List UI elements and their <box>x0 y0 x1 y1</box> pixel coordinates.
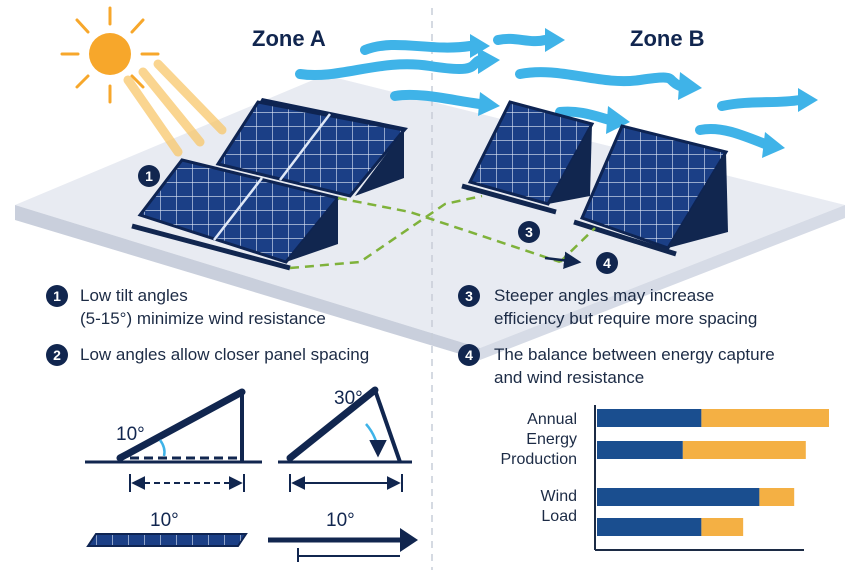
marker-4: 4 <box>596 252 618 274</box>
flat-panel-strip <box>86 533 248 547</box>
category-label-wind: Wind Load <box>540 488 577 525</box>
note-4-text: The balance between energy capture and w… <box>494 345 775 387</box>
zone-b-panel-rows <box>461 100 729 257</box>
note-3-number: 3 <box>458 285 480 307</box>
marker-1: 1 <box>138 165 160 187</box>
zone-a-panel-array <box>131 98 408 271</box>
note-1-text: Low tilt angles (5-15°) minimize wind re… <box>80 286 326 328</box>
sun-icon <box>60 6 160 104</box>
flat-low-angle-label: 10° <box>150 510 179 531</box>
bar-row-4-segment-2 <box>701 518 744 536</box>
bar-row-3-segment-2 <box>759 488 795 506</box>
steep-angle-label: 30° <box>334 388 363 409</box>
spacing-arrow-bottom <box>268 528 418 562</box>
zone-a-title: Zone A <box>252 26 326 51</box>
bar-row-4-segment-1 <box>597 518 702 536</box>
comparison-bar-chart <box>594 405 829 551</box>
marker-3: 3 <box>518 221 540 243</box>
bar-row-2-segment-1 <box>597 441 683 459</box>
spacing-arrow <box>544 251 582 270</box>
category-label-energy: Annual Energy Production <box>500 411 578 468</box>
flat-steep-angle-label: 10° <box>326 510 355 531</box>
wind-arrowheads <box>470 28 818 158</box>
bar-row-1-segment-1 <box>597 409 702 427</box>
note-4-number: 4 <box>458 344 480 366</box>
bar-row-1-segment-2 <box>701 409 829 427</box>
wind-arrows <box>295 33 805 149</box>
sun-rays <box>123 59 227 157</box>
bar-row-3-segment-1 <box>597 488 760 506</box>
low-angle-diagram <box>85 388 262 492</box>
note-2-text: Low angles allow closer panel spacing <box>80 345 370 364</box>
note-3-text: Steeper angles may increase efficiency b… <box>494 286 758 328</box>
bar-row-2-segment-2 <box>682 441 806 459</box>
zone-b-title: Zone B <box>630 26 705 51</box>
roof-deck <box>15 75 845 360</box>
low-angle-label: 10° <box>116 424 145 445</box>
note-1-number: 1 <box>46 285 68 307</box>
steep-angle-diagram <box>278 386 412 492</box>
note-2-number: 2 <box>46 344 68 366</box>
